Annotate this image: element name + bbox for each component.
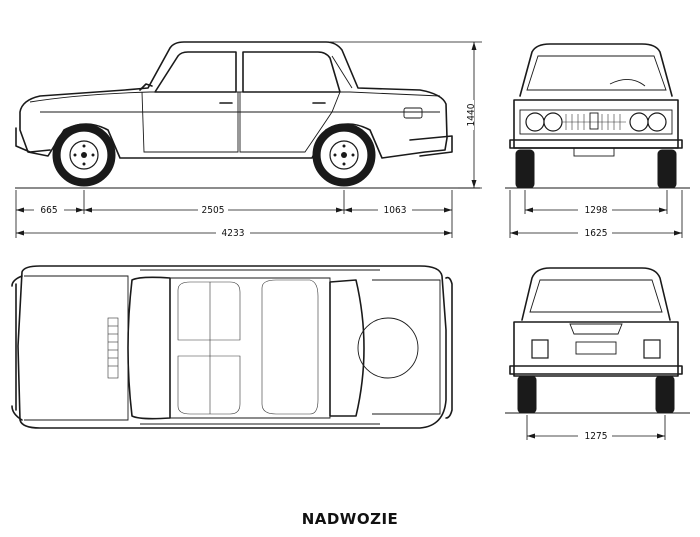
rear-wheel xyxy=(312,123,376,187)
front-window xyxy=(154,51,237,93)
wheelbase-label: 2505 xyxy=(202,205,225,216)
trunk-handle xyxy=(569,323,623,335)
side-mirror xyxy=(139,83,153,91)
seat-shapes xyxy=(177,279,319,415)
rear-view xyxy=(505,267,690,414)
top-view xyxy=(11,265,453,429)
rear-window xyxy=(242,51,341,93)
hood-panel xyxy=(24,275,129,421)
rear-overhang-label: 1063 xyxy=(384,205,407,216)
height-label: 1440 xyxy=(466,103,477,126)
roof-outline xyxy=(170,277,331,419)
rear-track-label: 1275 xyxy=(585,431,608,442)
hood-vents xyxy=(107,317,119,379)
height-dimension: 1440 xyxy=(330,41,482,189)
top-rear-bumper xyxy=(445,276,453,419)
top-windshield xyxy=(127,276,171,420)
grille-panel xyxy=(519,109,673,135)
front-grille xyxy=(562,114,626,130)
front-wheel xyxy=(52,123,116,187)
front-tires xyxy=(515,149,677,189)
caption-title: NADWOZIE xyxy=(301,510,399,528)
front-bumper-front xyxy=(509,139,683,149)
front-door xyxy=(141,91,239,153)
front-plate xyxy=(573,147,615,157)
top-front-bumper xyxy=(11,275,23,421)
rear-bumper xyxy=(409,135,453,157)
side-body-outline xyxy=(19,41,448,159)
windshield xyxy=(526,55,667,91)
trunk-panel xyxy=(372,279,441,415)
overall-width-label: 1625 xyxy=(585,228,608,239)
length-dimensions: 665 2505 1063 4233 xyxy=(15,190,453,239)
rear-bumper-rear xyxy=(509,365,683,375)
front-dimensions: 1298 1625 xyxy=(509,190,683,239)
side-view xyxy=(15,41,480,189)
top-body-outline xyxy=(17,265,447,429)
c-pillar xyxy=(331,55,353,89)
front-view xyxy=(505,43,690,189)
rear-plate xyxy=(575,341,617,355)
front-greenhouse xyxy=(519,43,673,97)
rear-door xyxy=(239,91,341,153)
rear-glass xyxy=(529,279,663,313)
overall-length-label: 4233 xyxy=(222,228,245,239)
side-trim xyxy=(140,269,380,425)
front-track-label: 1298 xyxy=(585,205,608,216)
wiper xyxy=(609,79,646,87)
fuel-cap-outline xyxy=(357,317,419,379)
rear-lights xyxy=(531,339,661,359)
front-emblem xyxy=(589,112,599,130)
headlights xyxy=(525,112,667,132)
rear-tires xyxy=(517,375,675,414)
tail-light xyxy=(403,107,423,119)
rear-body xyxy=(513,321,679,377)
rear-dimensions: 1275 xyxy=(526,415,666,442)
front-bumper xyxy=(15,127,51,153)
front-overhang-label: 665 xyxy=(40,205,57,216)
rear-greenhouse xyxy=(521,267,671,321)
belt-line xyxy=(29,91,441,103)
top-rear-window xyxy=(329,279,365,417)
